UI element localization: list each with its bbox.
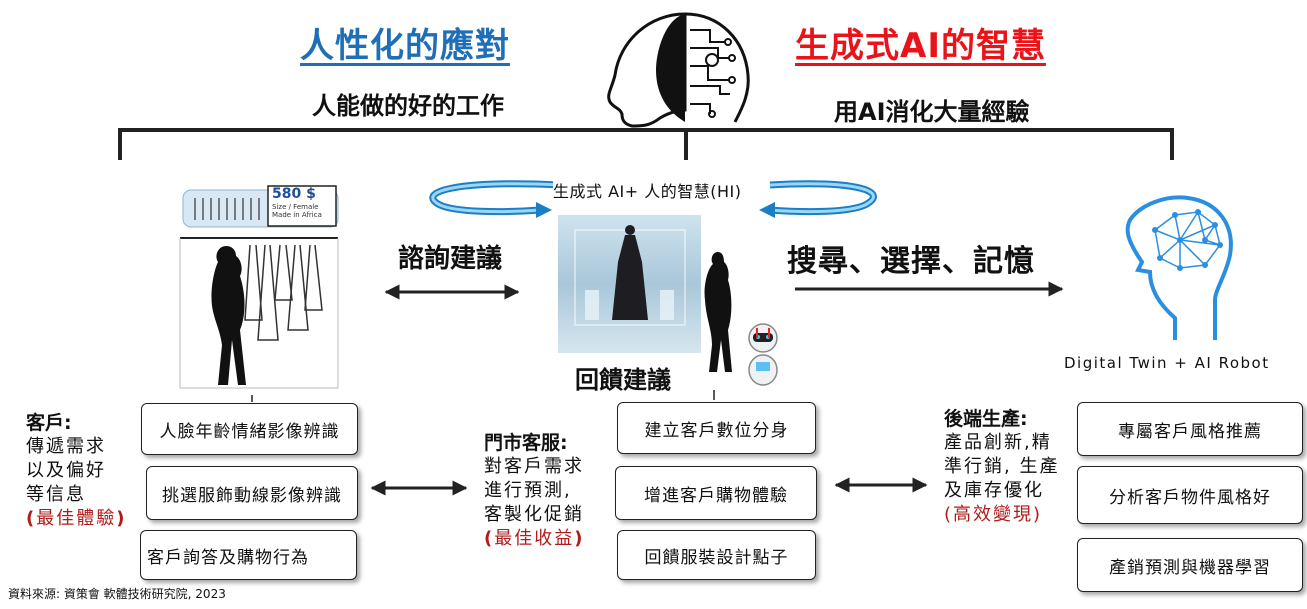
boutique-illustration [179,185,339,402]
store-accent-text: 最佳收益 [494,528,575,549]
right-title: 生成式AI的智慧 [795,26,1046,66]
backend-box-forecast-ml: 產銷預測與機器學習 [1077,538,1303,592]
store-line-3: 客製化促銷 [484,504,584,525]
left-title: 人性化的應對 [300,26,510,66]
price-tag-line-1: Size / Female [272,203,319,211]
store-accent: (最佳收益) [484,527,584,551]
store-line-2: 進行預測, [484,480,572,501]
top-bracket [118,128,1174,160]
customer-accent-text: 最佳體驗 [36,508,117,529]
customer-accent: (最佳體驗) [26,507,126,531]
store-description: 門市客服: 對客戶需求 進行預測, 客製化促銷 (最佳收益) [484,428,584,551]
store-box-shopping-experience: 增進客戶購物體驗 [615,466,817,520]
person-and-robot-illustration [704,252,778,386]
backend-box-style-analysis: 分析客戶物件風格好 [1077,466,1303,524]
backend-box-style-recommendation: 專屬客戶風格推薦 [1077,402,1303,456]
store-heading: 門市客服: [484,432,568,454]
store-box-digital-twin: 建立客戶數位分身 [617,402,816,454]
price-tag-detail: Size / Female Made in Africa [272,203,322,219]
left-subtitle: 人能做的好的工作 [312,92,504,120]
source-note: 資料來源: 資策會 軟體技術研究院, 2023 [8,587,226,601]
customer-box-face-recognition: 人臉年齡情緒影像辨識 [141,403,358,455]
backend-accent-open: ( [944,504,954,525]
cycle-label: 生成式 AI+ 人的智慧(HI) [553,178,742,202]
backend-heading: 後端生產: [944,408,1028,430]
store-line-1: 對客戶需求 [484,456,584,477]
backend-accent-close: ) [1033,504,1043,525]
backend-line-2: 準行銷, 生產 [944,456,1060,477]
robot-label: Digital Twin + AI Robot [1064,354,1270,372]
backend-accent-text: 高效變現 [953,504,1034,525]
customer-line-3: 等信息 [26,484,86,505]
customer-description: 客戶: 傳遞需求 以及偏好 等信息 (最佳體驗) [26,408,126,531]
backend-line-1: 產品創新,精 [944,432,1052,453]
store-box-design-ideas: 回饋服裝設計點子 [617,530,816,580]
human-ai-head-icon [607,12,750,128]
feedback-label: 回饋建議 [575,366,671,394]
customer-box-inquiry-behavior: 客戶詢答及購物行為 [140,530,357,580]
backend-description: 後端生產: 產品創新,精 準行銷, 生產 及庫存優化 (高效變現) [944,404,1059,527]
ai-brain-head-icon [1125,195,1233,340]
price-tag-line-2: Made in Africa [272,211,322,219]
price-tag: 580 $ [272,186,316,202]
store-accent-close: ) [574,528,585,549]
right-subtitle: 用AI消化大量經驗 [834,98,1030,126]
showroom-photo [558,215,701,353]
consult-label: 諮詢建議 [398,244,503,274]
customer-accent-close: ) [116,508,127,529]
backend-line-3: 及庫存優化 [944,480,1044,501]
customer-line-1: 傳遞需求 [26,436,106,457]
search-label: 搜尋、選擇、記憶 [787,244,1035,279]
customer-heading: 客戶: [26,412,72,434]
store-accent-open: ( [484,528,495,549]
customer-accent-open: ( [26,508,37,529]
customer-box-route-recognition: 挑選服飾動線影像辨識 [146,466,358,520]
customer-line-2: 以及偏好 [26,460,106,481]
cycle-arrows [429,180,877,218]
backend-accent: (高效變現) [944,503,1059,527]
